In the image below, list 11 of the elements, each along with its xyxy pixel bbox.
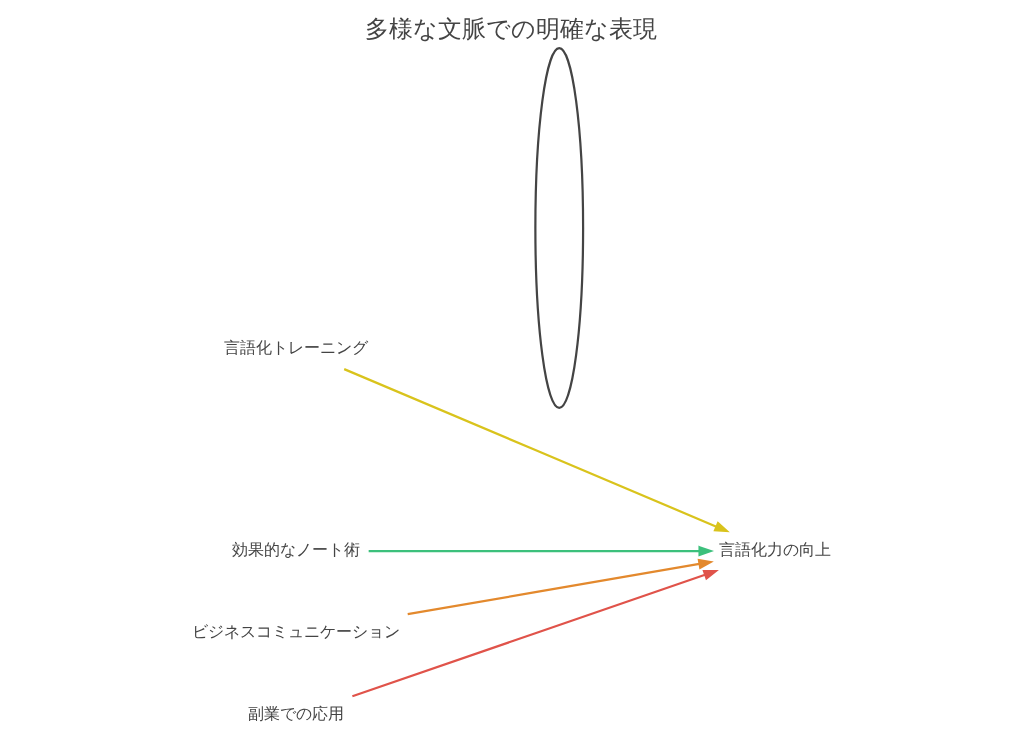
arrow bbox=[368, 545, 714, 557]
arrow bbox=[351, 569, 719, 698]
node-text: 副業での応用 bbox=[247, 705, 344, 724]
node-ellipse bbox=[533, 47, 584, 409]
arrow bbox=[407, 558, 714, 616]
arrow bbox=[343, 368, 730, 533]
diagram-title: 多様な文脈での明確な表現 bbox=[365, 13, 657, 43]
node-text: 言語化トレーニング bbox=[223, 339, 368, 358]
node-text: 効果的なノート術 bbox=[231, 541, 360, 560]
node-text: ビジネスコミュニケーション bbox=[191, 623, 400, 642]
node-text: 言語化力の向上 bbox=[718, 541, 831, 560]
